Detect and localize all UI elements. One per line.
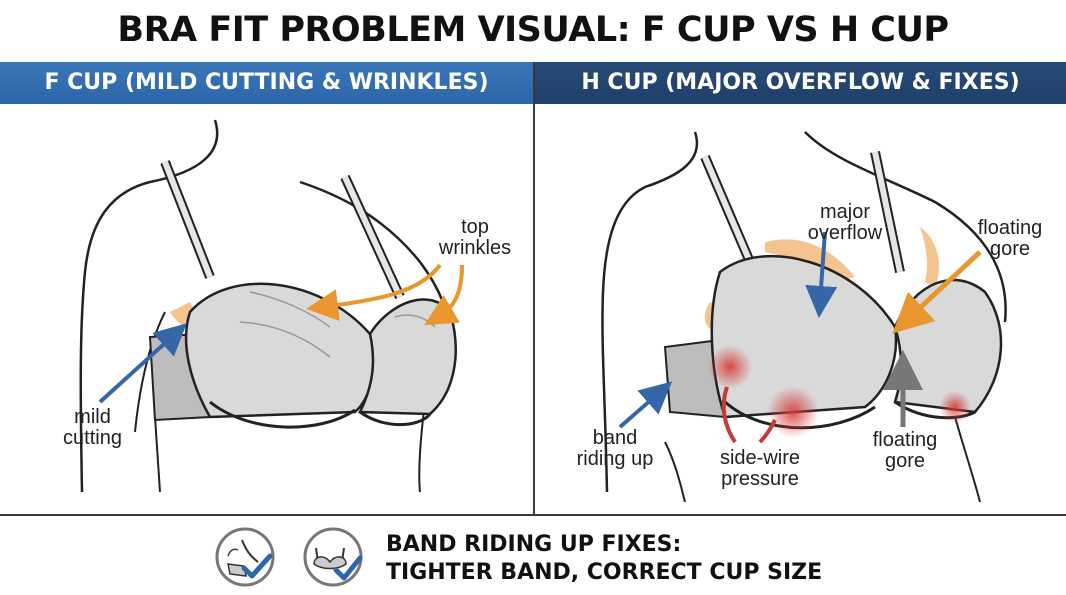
major-overflow-label: major overflow — [790, 202, 900, 244]
floating-gore-top-label: floating gore — [960, 218, 1060, 260]
footer-fixes-text: BAND RIDING UP FIXES: TIGHTER BAND, CORR… — [386, 531, 822, 587]
floating-gore-bottom-label: floating gore — [855, 430, 955, 472]
f-cup-panel: F CUP (MILD CUTTING & WRINKLES) — [0, 62, 533, 514]
h-cup-panel: H CUP (MAJOR OVERFLOW & FIXES) — [535, 62, 1066, 514]
top-wrinkles-label: top wrinkles — [420, 217, 530, 259]
footer-line-1: BAND RIDING UP FIXES: — [386, 531, 822, 559]
footer-line-2: TIGHTER BAND, CORRECT CUP SIZE — [386, 559, 822, 587]
band-riding-up-label: band riding up — [565, 428, 665, 470]
mild-cutting-label: mild cutting — [45, 407, 140, 449]
page-title: BRA FIT PROBLEM VISUAL: F CUP VS H CUP — [0, 10, 1066, 50]
side-wire-pressure-label: side-wire pressure — [705, 448, 815, 490]
band-adjust-icon — [214, 526, 276, 588]
footer-divider — [0, 514, 1066, 516]
bra-check-icon — [302, 526, 364, 588]
